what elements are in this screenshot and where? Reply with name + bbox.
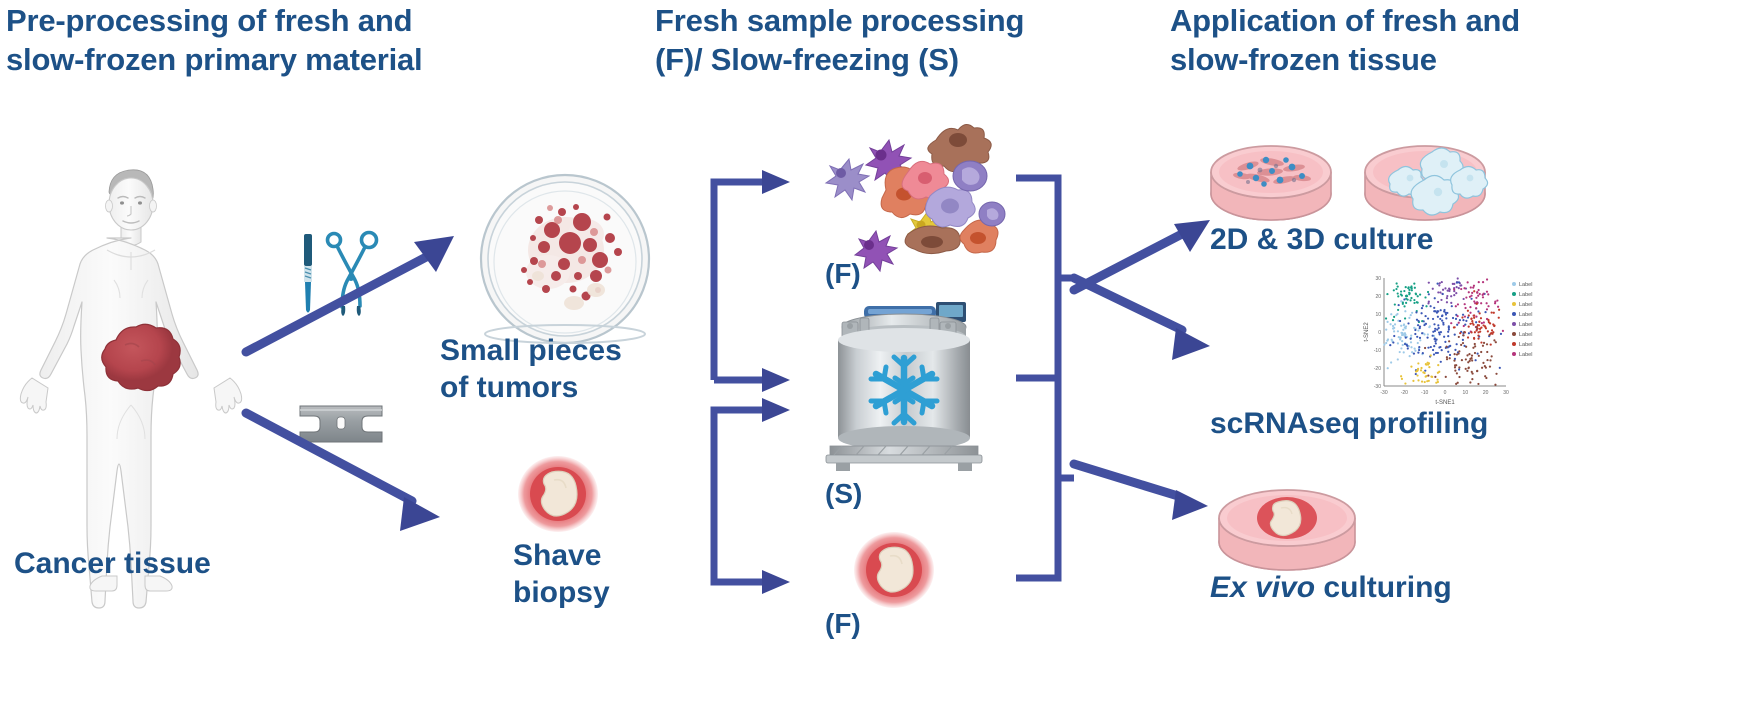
svg-text:-30: -30	[1380, 390, 1387, 396]
culture-2d-3d-label: 2D & 3D culture	[1210, 223, 1434, 256]
shave-line-1: Shave	[513, 539, 602, 572]
column-heading-preprocessing: Pre-processing of fresh and slow-frozen …	[6, 2, 526, 80]
arrowhead-to-tank-fresh	[760, 366, 794, 400]
svg-text:Label: Label	[1519, 332, 1532, 338]
heading-line-2: slow-frozen primary material	[6, 41, 423, 77]
small-pieces-line-2: of tumors	[440, 370, 579, 404]
arrow-to-exvivo	[1069, 452, 1230, 522]
tag-fresh-cells: (F)	[825, 258, 861, 289]
svg-text:-10: -10	[1421, 390, 1428, 396]
svg-text:Label: Label	[1519, 302, 1532, 308]
svg-text:t-SNE2: t-SNE2	[1364, 322, 1370, 342]
tsne-scatter-plot-icon: -30 -20 -10 0 10 20 30 -30 -20 -10 0 10 20 30 t-SNE2…	[1338, 268, 1538, 408]
tumor-mass-icon	[101, 323, 181, 392]
svg-text:Label: Label	[1519, 342, 1532, 348]
snowflake-icon	[868, 354, 940, 426]
cryogenic-tank-icon	[820, 300, 988, 475]
dissociated-cells-icon	[812, 118, 1006, 273]
arrow-body-to-petri	[240, 230, 470, 360]
svg-text:-20: -20	[1374, 366, 1381, 372]
svg-text:20: 20	[1375, 294, 1381, 300]
petri-dish-ex-vivo-icon	[1212, 468, 1362, 578]
shave-biopsy-label: Shave biopsy	[513, 538, 713, 611]
petri-dish-tumor-pieces-icon	[478, 172, 652, 346]
shave-line-2: biopsy	[513, 575, 610, 609]
svg-text:0: 0	[1444, 390, 1447, 396]
small-pieces-line-1: Small pieces	[440, 334, 622, 367]
exvivo-label: Ex vivo culturing	[1210, 570, 1452, 607]
tag-fresh-biopsy: (F)	[825, 608, 861, 639]
column-heading-processing: Fresh sample processing (F)/ Slow-freezi…	[655, 2, 1125, 80]
small-pieces-label: Small pieces of tumors	[440, 333, 680, 406]
human-body-icon	[10, 140, 290, 609]
svg-text:20: 20	[1483, 390, 1489, 396]
cancer-tissue-label: Cancer tissue	[14, 547, 211, 580]
petri-dish-2d-culture-icon	[1206, 122, 1336, 227]
svg-text:Label: Label	[1519, 322, 1532, 328]
arrowhead-to-cells	[760, 168, 794, 202]
arrow-to-scrnaseq	[1069, 268, 1230, 360]
svg-text:30: 30	[1375, 276, 1381, 282]
heading-line-2: slow-frozen tissue	[1170, 41, 1437, 77]
heading-line-1: Fresh sample processing	[655, 3, 1025, 38]
scrnaseq-label: scRNAseq profiling	[1210, 407, 1489, 440]
shave-biopsy-fresh-icon	[848, 528, 940, 612]
arrow-to-2d3d-culture	[1069, 210, 1230, 300]
tag-slow-frozen: (S)	[825, 478, 863, 509]
svg-text:-20: -20	[1401, 390, 1408, 396]
svg-text:30: 30	[1503, 390, 1509, 396]
arrowhead-to-biopsy-fresh	[760, 568, 794, 602]
scalpel-icon	[304, 234, 312, 313]
arrow-body-to-biopsy	[240, 405, 470, 531]
column-heading-application: Application of fresh and slow-frozen tis…	[1170, 2, 1750, 80]
exvivo-rest-text: culturing	[1315, 571, 1452, 604]
svg-text:-30: -30	[1374, 384, 1381, 390]
heading-line-2: (F)/ Slow-freezing (S)	[655, 41, 959, 77]
svg-text:0: 0	[1378, 330, 1381, 336]
svg-text:-10: -10	[1374, 348, 1381, 354]
svg-text:t-SNE1: t-SNE1	[1435, 400, 1455, 406]
input-bracket-connector	[700, 170, 810, 610]
svg-text:10: 10	[1375, 312, 1381, 318]
heading-line-1: Pre-processing of fresh and	[6, 3, 413, 38]
svg-text:10: 10	[1463, 390, 1469, 396]
shave-biopsy-icon	[512, 452, 604, 536]
exvivo-italic-text: Ex vivo	[1210, 571, 1316, 604]
output-bracket-lower	[1012, 372, 1082, 592]
petri-dish-3d-organoid-icon	[1360, 122, 1490, 227]
svg-text:Label: Label	[1519, 352, 1532, 358]
svg-text:Label: Label	[1519, 282, 1532, 288]
svg-text:Label: Label	[1519, 292, 1532, 298]
svg-text:Label: Label	[1519, 312, 1532, 318]
razor-blade-icon	[296, 400, 386, 446]
heading-line-1: Application of fresh and	[1170, 3, 1520, 38]
arrowhead-to-tank-slow	[760, 396, 794, 430]
